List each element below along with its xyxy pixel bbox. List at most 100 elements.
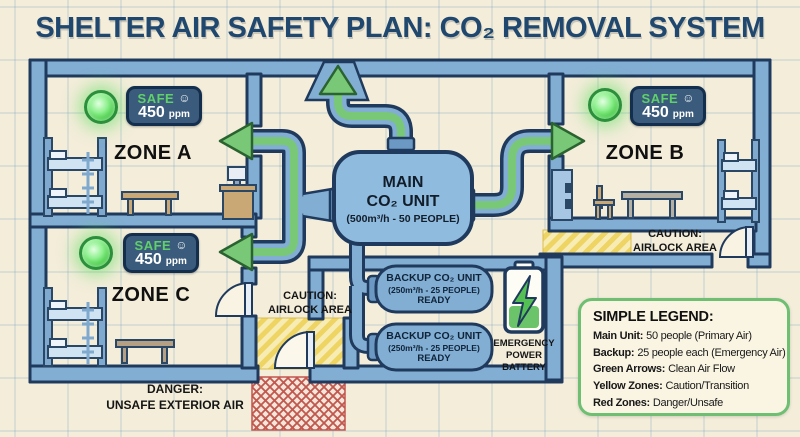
backup-tank-1 xyxy=(374,264,494,314)
wall-zone-c-right-3 xyxy=(240,314,258,370)
battery-line2: POWER xyxy=(506,349,542,361)
main-co2-unit-body xyxy=(332,150,474,246)
wall-zone-b-left-upper xyxy=(547,72,565,126)
backup-unit-1-label: BACKUP CO₂ UNIT (250m³/h - 25 PEOPLE) RE… xyxy=(380,269,488,309)
door-right-corridor xyxy=(718,225,754,258)
wall-backup-right xyxy=(544,255,564,382)
danger-exterior-hatch xyxy=(251,376,346,431)
legend-item-red-zones: Red Zones:Danger/Unsafe xyxy=(593,395,775,412)
zone-a-ppm-unit: ppm xyxy=(168,108,190,120)
lightning-bolt-icon xyxy=(512,275,537,327)
zone-a-status-light xyxy=(84,90,118,124)
furniture xyxy=(43,137,760,367)
legend-term: Backup: xyxy=(593,346,635,359)
zone-b-ppm-value: 450 xyxy=(642,103,669,121)
table-zone-b xyxy=(621,191,683,219)
wall-bottom-left xyxy=(28,364,260,384)
zone-a-label: ZONE A xyxy=(114,142,192,164)
caution-center-line2: AIRLOCK AREA xyxy=(268,303,352,316)
main-co2-unit-label: MAIN CO₂ UNIT (500m³/h - 50 PEOPLE) xyxy=(338,164,468,234)
legend-desc: 25 people each (Emergency Air) xyxy=(637,346,786,359)
zone-a-safe-label: SAFE xyxy=(137,90,175,106)
arrow-into-zone-c xyxy=(218,232,254,272)
legend-term: Red Zones: xyxy=(593,396,650,409)
backup-tank-2 xyxy=(374,322,494,372)
bunk-bed-zone-b xyxy=(717,139,760,223)
backup-2-line1: BACKUP CO₂ UNIT xyxy=(386,330,482,343)
battery-line3: BATTERY xyxy=(502,361,546,373)
legend-item-yellow-zones: Yellow Zones:Caution/Transition xyxy=(593,378,775,395)
bunk-bed-zone-c xyxy=(43,287,107,367)
danger-line2: UNSAFE EXTERIOR AIR xyxy=(106,397,244,412)
battery-icon xyxy=(503,260,545,334)
legend-term: Main Unit: xyxy=(593,330,644,342)
backup-tanks xyxy=(366,264,494,372)
wall-a-c-divider xyxy=(28,212,258,229)
legend-desc: Caution/Transition xyxy=(665,380,749,393)
clean-air-arrowheads xyxy=(218,64,586,272)
doors xyxy=(214,225,754,369)
caution-right-line2: AIRLOCK AREA xyxy=(633,241,717,254)
caution-right-line1: CAUTION: xyxy=(648,228,702,240)
clean-air-streams xyxy=(248,88,554,256)
backup-1-line2: (250m³/h - 25 PEOPLE) xyxy=(388,284,480,295)
legend-title: SIMPLE LEGEND: xyxy=(593,309,714,325)
main-unit-line2: CO₂ UNIT xyxy=(366,193,440,210)
legend-desc: 50 people (Primary Air) xyxy=(646,330,752,342)
danger-line1: DANGER: xyxy=(147,382,203,396)
zone-c-status-light xyxy=(79,236,113,270)
caution-label-right: CAUTION: AIRLOCK AREA xyxy=(626,228,724,256)
bunk-bed-zone-a xyxy=(43,137,107,217)
zone-b-status-light xyxy=(588,88,622,122)
zone-c-ppm-value: 450 xyxy=(135,250,162,268)
main-unit-line3: (500m³/h - 50 PEOPLE) xyxy=(346,213,460,226)
zone-b-label: ZONE B xyxy=(605,142,685,164)
wall-zone-c-right-2 xyxy=(240,266,258,286)
zone-a-ppm-value: 450 xyxy=(138,103,165,121)
arrow-into-zone-b xyxy=(550,121,586,161)
caution-label-center: CAUTION: AIRLOCK AREA xyxy=(252,290,368,318)
arrow-up-exhaust xyxy=(318,64,358,96)
smiley-icon: ☺ xyxy=(175,238,188,252)
door-zone-c xyxy=(214,281,253,317)
backup-2-line3: READY xyxy=(417,352,451,364)
main-unit-line1: MAIN xyxy=(382,173,424,191)
danger-label: DANGER: UNSAFE EXTERIOR AIR xyxy=(100,382,250,413)
backup-2-line2: (250m³/h - 25 PEOPLE) xyxy=(388,342,480,353)
zone-b-ppm-unit: ppm xyxy=(672,108,694,120)
desk-computer-zone-a xyxy=(219,166,257,220)
backup-unit-2-label: BACKUP CO₂ UNIT (250m³/h - 25 PEOPLE) RE… xyxy=(380,327,488,367)
smiley-icon: ☺ xyxy=(682,91,695,105)
page-title: SHELTER AIR SAFETY PLAN: CO₂ REMOVAL SYS… xyxy=(35,12,765,44)
airlock-area-right xyxy=(542,229,632,257)
table-zone-a xyxy=(121,191,179,216)
chair-zone-b xyxy=(593,185,615,220)
caution-center-line1: CAUTION: xyxy=(283,290,337,302)
wall-zone-a-right-upper xyxy=(245,72,263,128)
door-center-airlock xyxy=(273,330,315,369)
legend-item-green-arrows: Green Arrows:Clean Air Flow xyxy=(593,361,775,378)
legend-desc: Danger/Unsafe xyxy=(652,396,723,409)
battery-label: EMERGENCY POWER BATTERY xyxy=(486,338,562,374)
legend-term: Green Arrows: xyxy=(593,363,666,376)
zone-c-ppm-unit: ppm xyxy=(165,255,187,267)
legend-item-main-unit: Main Unit:50 people (Primary Air) xyxy=(593,328,775,345)
air-ducts xyxy=(218,60,586,272)
legend-term: Yellow Zones: xyxy=(593,380,663,393)
backup-1-line3: READY xyxy=(417,294,451,306)
legend-item-backup: Backup:25 people each (Emergency Air) xyxy=(593,345,786,362)
smiley-icon: ☺ xyxy=(178,91,191,105)
walls xyxy=(28,58,772,384)
battery-line1: EMERGENCY xyxy=(493,338,555,349)
bench-zone-c xyxy=(115,339,175,364)
legend-box: SIMPLE LEGEND: Main Unit:50 people (Prim… xyxy=(578,298,790,416)
zone-c-label: ZONE C xyxy=(111,284,191,306)
legend-desc: Clean Air Flow xyxy=(668,363,735,376)
zone-c-safe-label: SAFE xyxy=(134,237,172,253)
cabinet-zone-b xyxy=(551,169,573,221)
